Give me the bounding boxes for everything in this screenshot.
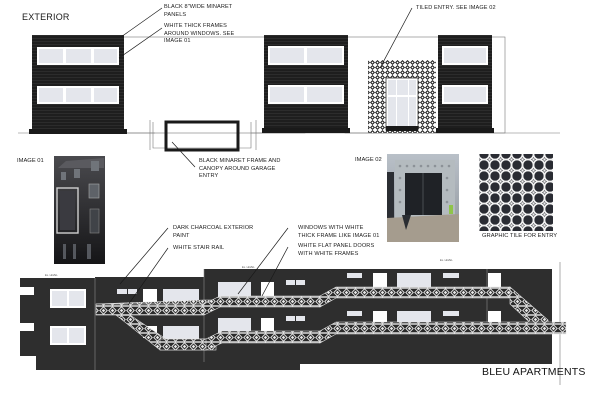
graphic-tile-photo	[479, 154, 553, 231]
callout-line: PANELS	[164, 11, 187, 18]
callout-window-frames: WHITE THICK FRAMES AROUND WINDOWS. SEE I…	[164, 23, 234, 46]
callout-line: TILED ENTRY. SEE IMAGE 02	[416, 5, 496, 11]
callout-stair-rail: WHITE STAIR RAIL	[173, 245, 224, 253]
callout-charcoal-paint: DARK CHARCOAL EXTERIOR PAINT	[173, 225, 253, 240]
upper-leader-lines	[118, 7, 413, 168]
upper-elevation	[18, 7, 560, 168]
image-01-label: IMAGE 01	[17, 158, 44, 164]
callout-flat-panel-doors: WHITE FLAT PANEL DOORS WITH WHITE FRAMES	[298, 243, 374, 258]
svg-text:EL. LEVEL: EL. LEVEL	[242, 265, 255, 269]
image-02-label: IMAGE 02	[355, 157, 382, 163]
callout-line: IMAGE 01	[164, 38, 191, 44]
svg-text:EL. LEVEL: EL. LEVEL	[440, 258, 453, 262]
callout-line: WHITE FLAT PANEL DOORS	[298, 243, 375, 249]
callout-line: ENTRY	[199, 173, 219, 179]
image-02-photo	[387, 154, 459, 242]
callout-line: WHITE THICK FRAMES	[164, 23, 227, 29]
callout-line: BLACK MINARET FRAME AND	[199, 158, 281, 164]
image-01-photo	[54, 156, 105, 264]
callout-line: WHITE STAIR RAIL	[173, 245, 225, 251]
callout-line: DARK CHARCOAL EXTERIOR	[173, 225, 254, 231]
upper-left-windows	[37, 47, 119, 104]
callout-windows-white-frame: WINDOWS WITH WHITE THICK FRAME LIKE IMAG…	[298, 225, 379, 240]
callout-line: BLACK 8"WIDE MINARET	[164, 4, 233, 10]
callout-line: PAINT	[173, 232, 190, 239]
upper-middle-windows	[268, 46, 344, 104]
project-title: BLEU APARTMENTS	[482, 366, 586, 378]
callout-minaret-panels: BLACK 8"WIDE MINARET PANELS	[164, 4, 232, 19]
callout-line: WITH WHITE FRAMES	[298, 250, 359, 257]
callout-garage-frame: BLACK MINARET FRAME AND CANOPY AROUND GA…	[199, 158, 280, 181]
section-title: EXTERIOR	[22, 12, 70, 22]
callout-line: WINDOWS WITH WHITE	[298, 225, 364, 231]
callout-line: THICK FRAME LIKE IMAGE 01	[298, 232, 380, 239]
svg-text:EL. LEVEL: EL. LEVEL	[45, 273, 58, 277]
lower-elevation: EL. LEVEL EL. LEVEL EL. LEVEL	[20, 227, 567, 385]
callout-tiled-entry: TILED ENTRY. SEE IMAGE 02	[416, 5, 496, 13]
lower-leader-lines	[119, 227, 289, 306]
callout-line: CANOPY AROUND GARAGE	[199, 165, 276, 172]
graphic-tile-caption: GRAPHIC TILE FOR ENTRY	[482, 233, 558, 239]
callout-line: AROUND WINDOWS. SEE	[164, 30, 235, 37]
stair-rails	[95, 286, 567, 351]
